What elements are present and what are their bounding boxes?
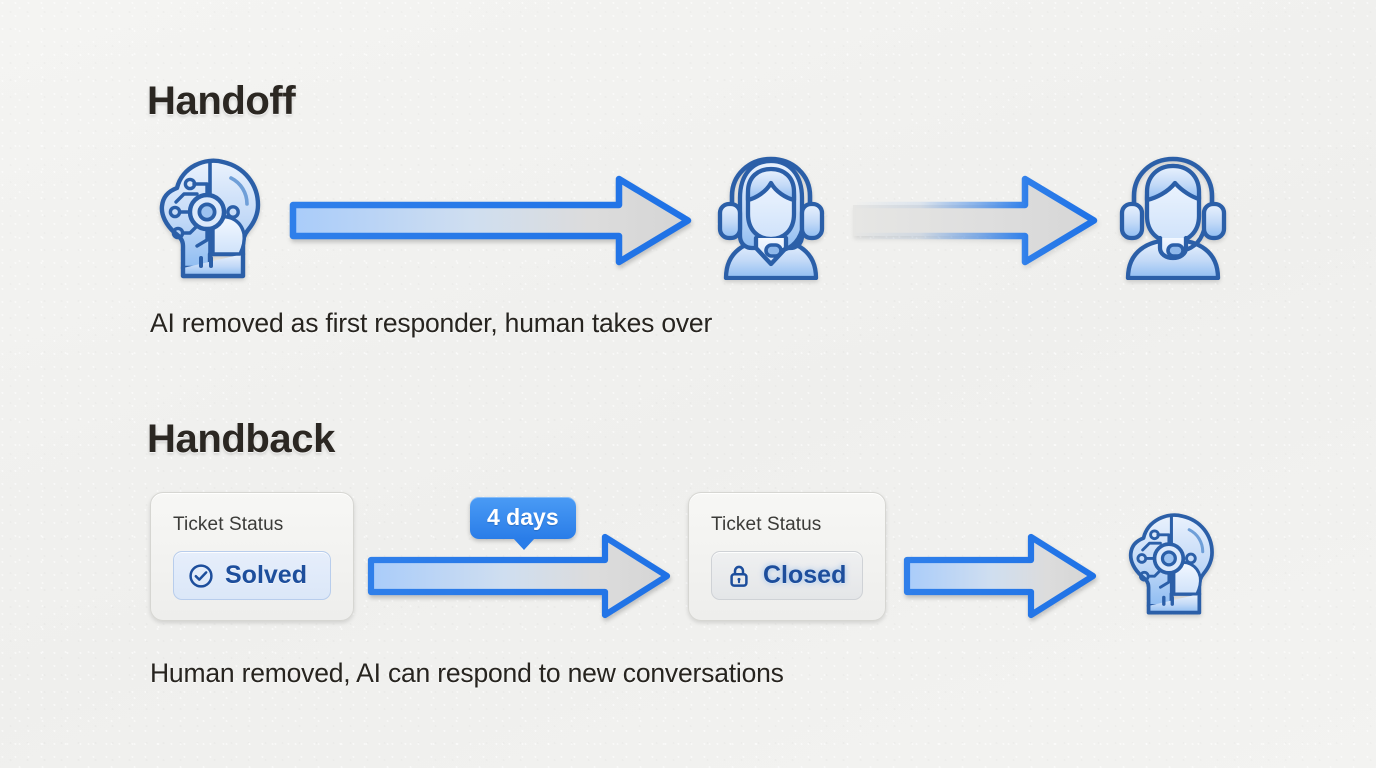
ai-head-icon: [147, 150, 272, 280]
ticket-status-label: Ticket Status: [711, 514, 822, 535]
arrow-agent-to-agent: [849, 173, 1099, 273]
lock-icon: [730, 565, 748, 587]
ai-head-icon: [1110, 506, 1232, 616]
check-circle-icon: [189, 563, 213, 588]
arrow-closed-to-ai: [903, 532, 1098, 625]
handoff-flow-row: [0, 150, 1376, 290]
handback-flow-row: Ticket Status Solved 4 days Ticket Statu…: [0, 485, 1376, 635]
section-title-handback: Handback: [147, 417, 335, 461]
status-badge-solved-label: Solved: [225, 561, 307, 589]
arrow-ai-to-agent: [289, 173, 694, 273]
ticket-status-card-closed[interactable]: Ticket Status Closed: [688, 492, 886, 621]
human-agent-female-icon: [712, 152, 830, 280]
duration-tooltip: 4 days: [470, 497, 576, 550]
caption-handback: Human removed, AI can respond to new con…: [150, 658, 784, 688]
status-badge-closed[interactable]: Closed: [711, 551, 863, 600]
arrow-solved-to-closed: [367, 532, 672, 625]
ticket-status-card-solved[interactable]: Ticket Status Solved: [150, 492, 354, 621]
section-title-handoff: Handoff: [147, 79, 296, 123]
human-agent-male-icon: [1114, 152, 1232, 280]
ticket-status-label: Ticket Status: [173, 514, 284, 535]
duration-tooltip-label: 4 days: [487, 504, 559, 530]
status-badge-solved[interactable]: Solved: [173, 551, 331, 600]
status-badge-closed-label: Closed: [763, 561, 847, 589]
caption-handoff: AI removed as first responder, human tak…: [150, 308, 713, 338]
